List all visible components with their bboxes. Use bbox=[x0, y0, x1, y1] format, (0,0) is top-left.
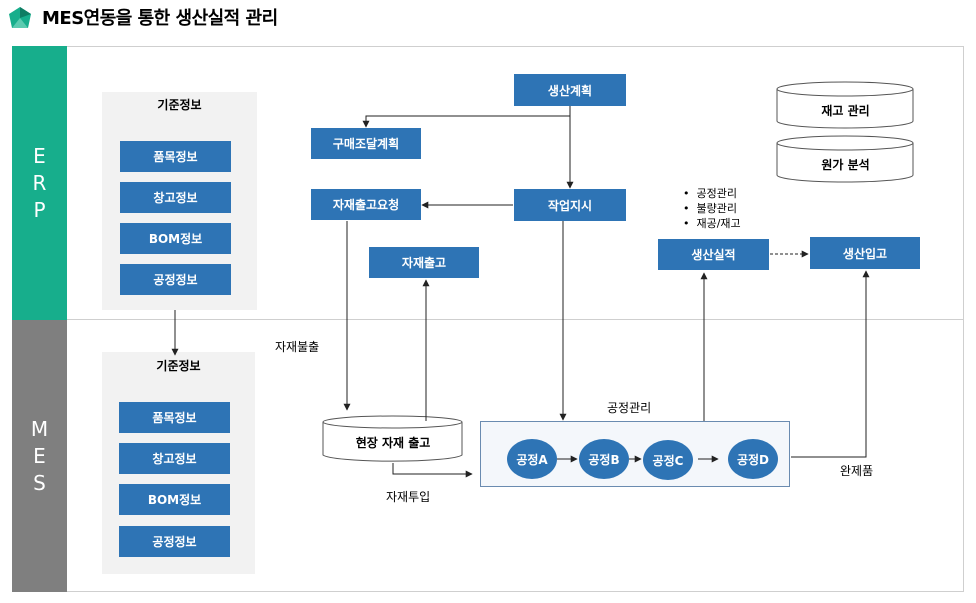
mes-band: M E S bbox=[12, 320, 67, 592]
process-node-b: 공정B bbox=[579, 439, 629, 479]
cost-analysis-label: 원가 분석 bbox=[821, 158, 870, 172]
material-input-label: 자재투입 bbox=[386, 490, 431, 504]
mes-letter: M bbox=[30, 416, 49, 441]
process-node-c: 공정C bbox=[643, 440, 693, 480]
erp-master-item: BOM정보 bbox=[120, 223, 231, 254]
mes-master-item: 품목정보 bbox=[119, 402, 230, 433]
erp-letter: R bbox=[32, 170, 47, 195]
production-result-box: 생산실적 bbox=[658, 239, 769, 270]
mes-master-item: 공정정보 bbox=[119, 526, 230, 557]
purchase-plan-box: 구매조달계획 bbox=[311, 128, 421, 159]
field-issue-label: 현장 자재 출고 bbox=[355, 436, 431, 450]
mes-master-label: 기준정보 bbox=[156, 359, 201, 373]
list-item: • 공정관리 bbox=[683, 187, 737, 200]
field-to-process-arrow bbox=[392, 463, 473, 478]
field-issue-cylinder-icon bbox=[322, 415, 463, 462]
process-node-a: 공정A bbox=[507, 439, 557, 479]
process-node-d: 공정D bbox=[728, 439, 778, 479]
inventory-label: 재고 관리 bbox=[821, 104, 870, 118]
logo-icon bbox=[9, 7, 31, 28]
mes-letter: E bbox=[33, 443, 46, 468]
erp-master-label: 기준정보 bbox=[157, 98, 202, 112]
erp-letter: P bbox=[33, 197, 46, 222]
process-mgmt-label: 공정관리 bbox=[607, 401, 652, 415]
process-to-receipt-arrow bbox=[791, 270, 870, 458]
production-receipt-box: 생산입고 bbox=[810, 237, 920, 269]
plan-to-purchase-arrow bbox=[362, 106, 571, 128]
erp-master-item: 공정정보 bbox=[120, 264, 231, 295]
inventory-cylinder-icon bbox=[776, 81, 914, 129]
material-issue-box: 자재출고 bbox=[369, 247, 479, 278]
cost-cylinder-icon bbox=[776, 135, 914, 183]
finished-goods-label: 완제품 bbox=[840, 464, 874, 478]
erp-band: E R P bbox=[12, 46, 67, 320]
erp-master-item: 창고정보 bbox=[120, 182, 231, 213]
erp-master-item: 품목정보 bbox=[120, 141, 231, 172]
erp-mes-divider bbox=[66, 319, 964, 320]
erp-letter: E bbox=[33, 143, 46, 168]
page-title: MES연동을 통한 생산실적 관리 bbox=[42, 8, 278, 29]
material-outflow-label: 자재불출 bbox=[275, 340, 320, 354]
list-item: • 불량관리 bbox=[683, 202, 737, 215]
material-request-box: 자재출고요청 bbox=[311, 189, 421, 220]
mes-letter: S bbox=[33, 470, 46, 495]
mes-master-item: BOM정보 bbox=[119, 484, 230, 515]
work-order-box: 작업지시 bbox=[514, 189, 626, 221]
production-plan-box: 생산계획 bbox=[514, 74, 626, 106]
list-item: • 재공/재고 bbox=[683, 217, 741, 230]
result-bullet-list: • 공정관리 • 불량관리 • 재공/재고 bbox=[683, 186, 741, 231]
mes-master-item: 창고정보 bbox=[119, 443, 230, 474]
